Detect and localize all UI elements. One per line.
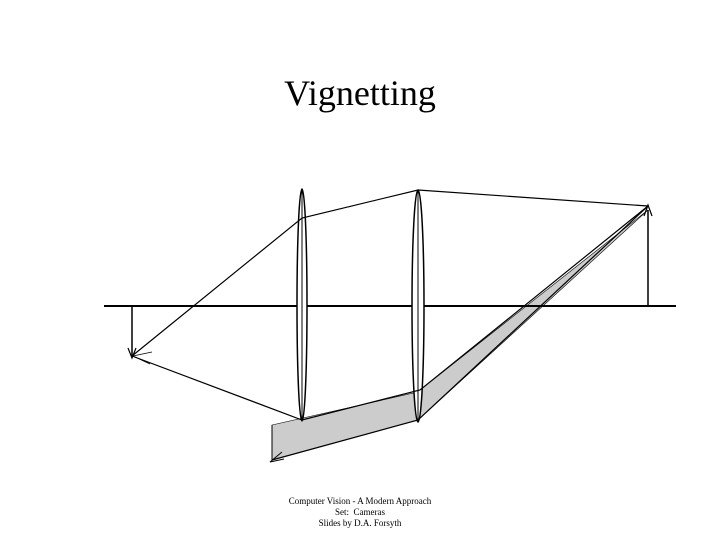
vignetted-arrow-head	[269, 451, 285, 463]
ray-vignetted	[271, 205, 649, 461]
footer-course: Computer Vision - A Modern Approach	[288, 496, 432, 506]
image-arrow-head	[127, 347, 137, 360]
ray-bottom	[131, 205, 649, 421]
image-point-rays	[131, 351, 153, 365]
ray-top	[131, 189, 649, 357]
footer-set: Set: Cameras	[335, 507, 385, 517]
slide-footer: Computer Vision - A Modern Approach Set:…	[0, 496, 720, 529]
footer-author: Slides by D.A. Forsyth	[318, 518, 402, 528]
object-arrow-head	[643, 203, 653, 217]
slide-title: Vignetting	[284, 73, 436, 113]
